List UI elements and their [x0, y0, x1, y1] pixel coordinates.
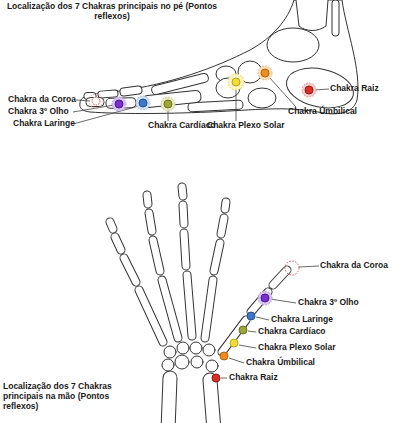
phalanx: [98, 90, 119, 99]
leader-line: [256, 317, 269, 320]
forearm-fill: [168, 378, 214, 423]
chakra-label: Chakra Úmbilical: [246, 358, 315, 368]
chakra-label: Chakra Laringe: [271, 315, 333, 325]
crown-point: [285, 261, 299, 275]
chakra-label: Chakra Cardíaco: [148, 121, 216, 131]
chakra-label: Chakra Raiz: [229, 373, 278, 383]
chakra-label: Chakra Raiz: [330, 84, 379, 94]
carpal: [190, 342, 202, 354]
carpal: [175, 355, 189, 369]
chakra-halo: [302, 83, 316, 97]
chakra-label: Chakra Úmbilical: [288, 107, 357, 117]
throat-point: [139, 99, 147, 107]
chakra-label: Chakra da Coroa: [320, 261, 388, 271]
phalanx: [86, 98, 104, 107]
carpal: [203, 344, 215, 356]
chakra-halo: [258, 66, 272, 80]
chakra-label: Chakra Plexo Solar: [258, 343, 335, 353]
carpals: [162, 342, 218, 372]
carpal: [164, 346, 176, 358]
third-eye-point: [261, 294, 269, 302]
chakra-halo: [161, 97, 175, 111]
crown-point: [92, 97, 100, 105]
leader-line: [73, 105, 114, 112]
carpal: [191, 356, 203, 368]
leader-line: [299, 266, 319, 267]
solar-plexus-point: [232, 78, 240, 86]
leader-lines: [73, 77, 329, 378]
leader-line: [269, 77, 296, 107]
hand-skeleton: [110, 187, 287, 423]
leader-line: [73, 106, 139, 124]
leader-line: [239, 345, 256, 348]
root-point: [212, 374, 220, 382]
heart-point: [164, 100, 172, 108]
carpal: [177, 342, 189, 354]
phalanx: [120, 86, 143, 97]
chakra-label: Chakra 3º Olho: [8, 107, 69, 117]
chakra-halo: [258, 291, 272, 305]
solar-plexus-point: [230, 339, 238, 347]
chakra-label: Chakra Plexo Solar: [207, 121, 284, 131]
chakra-halo: [89, 94, 103, 108]
forearm-outline: [168, 378, 214, 423]
figure-title: Localização dos 7 Chakras principais na …: [3, 382, 123, 411]
chakra-halo: [112, 97, 126, 111]
cuboid: [248, 88, 276, 108]
chakra-label: Chakra 3º Olho: [298, 298, 359, 308]
throat-point: [247, 312, 255, 320]
carpal: [206, 360, 218, 372]
carpal: [162, 359, 174, 371]
chakra-label: Chakra Laringe: [13, 119, 75, 129]
leader-line: [270, 299, 296, 303]
heart-point: [239, 326, 247, 334]
root-point: [305, 86, 313, 94]
navel-point: [261, 69, 269, 77]
chakra-label: Chakra da Coroa: [8, 95, 76, 105]
chakra-halo: [136, 96, 150, 110]
leader-line: [76, 100, 90, 101]
third-eye-point: [115, 100, 123, 108]
navel-point: [220, 352, 228, 360]
talus: [267, 28, 319, 62]
tibia: [296, 0, 328, 31]
chakra-label: Chakra Cardíaco: [258, 327, 326, 337]
leader-line: [229, 358, 244, 363]
chakra-halo: [228, 74, 244, 90]
fibula: [332, 0, 339, 36]
leader-line: [236, 87, 237, 121]
figure-title: Localização dos 7 Chakras principais no …: [2, 2, 222, 22]
leader-line: [221, 378, 227, 379]
leader-line: [248, 331, 256, 332]
